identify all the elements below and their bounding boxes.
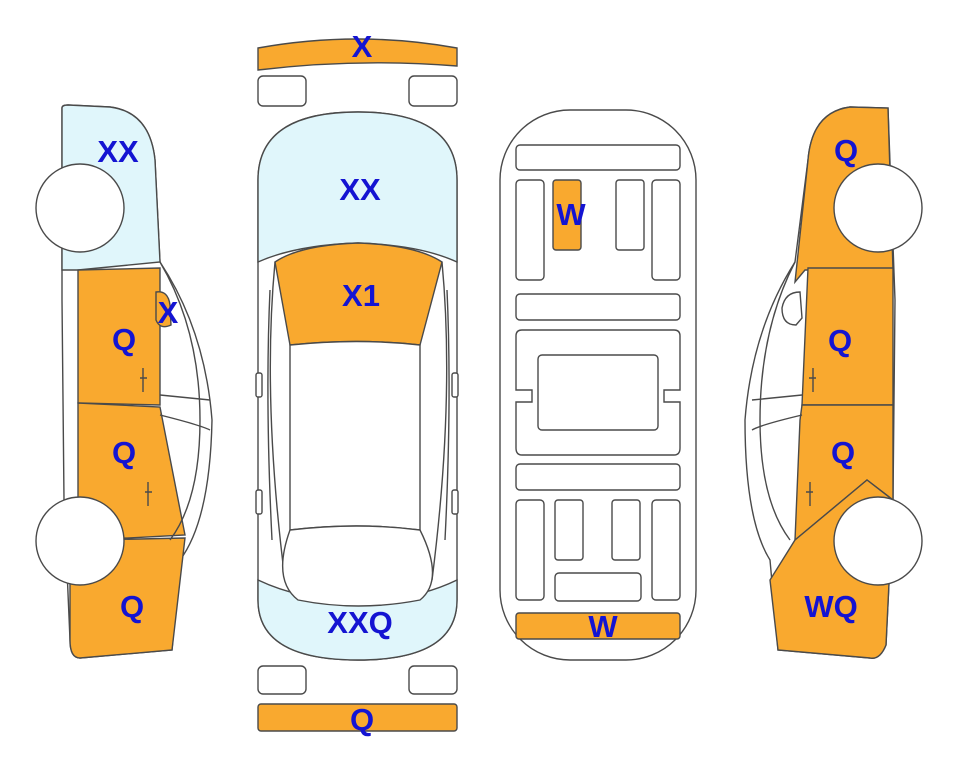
top-left-side-line [269, 261, 286, 581]
floor-rear-inner-right [611, 499, 641, 561]
left-taillight-icon [257, 665, 307, 695]
floor-cross-strip-1 [515, 293, 681, 321]
label-rear-bumper: Q [350, 702, 374, 737]
floor-front-item [552, 179, 582, 251]
rear-bumper [257, 703, 458, 732]
label-windshield: XX [339, 172, 381, 207]
trunk [281, 525, 434, 607]
floor-view [499, 109, 697, 661]
top-right-handle-icon [451, 489, 459, 515]
left-front-wheel-icon [35, 163, 125, 253]
floor-front-right-bay [651, 179, 681, 281]
label-left-front-door: Q [112, 322, 136, 357]
right-front-handle-icon [809, 368, 816, 392]
roof [289, 340, 421, 531]
top-left-handle-icon [255, 489, 263, 515]
label-left-window-front: XX [97, 134, 139, 169]
front-bumper [257, 38, 458, 71]
right-mirror [781, 291, 803, 326]
label-front-bumper: X [352, 29, 373, 64]
label-right-front-door: Q [828, 323, 852, 358]
left-rear-handle-icon [145, 482, 152, 506]
top-right-mirror-icon [451, 372, 459, 398]
right-rear-handle-icon [806, 482, 813, 506]
label-right-rear-quarter: WQ [804, 589, 857, 624]
floor-center-panel [537, 354, 659, 431]
label-hood: X1 [342, 278, 380, 313]
floor-rear-inner-left [554, 499, 584, 561]
floor-front-left-bay [515, 179, 545, 281]
right-pillar-line [759, 261, 796, 541]
right-headlight-icon [408, 75, 458, 107]
label-floor-rear-item: W [588, 609, 618, 644]
label-right-rear-door: Q [831, 435, 855, 470]
floor-rear-panel [554, 572, 642, 602]
floor-front-strip [515, 144, 681, 171]
label-right-front-fender: Q [834, 133, 858, 168]
floor-rear-left-bay [515, 499, 545, 601]
top-right-door-line [444, 289, 450, 541]
right-front-wheel-icon [833, 163, 923, 253]
top-left-mirror-icon [255, 372, 263, 398]
left-window-line [159, 394, 211, 431]
right-side-view [744, 106, 923, 659]
floor-rear-right-bay [651, 499, 681, 601]
label-left-mirror: X [158, 295, 179, 330]
left-headlight-icon [257, 75, 307, 107]
top-view [255, 38, 459, 732]
floor-cross-strip-2 [515, 463, 681, 491]
left-mirror [155, 291, 172, 328]
label-rear-window: XXQ [327, 605, 392, 640]
top-left-door-line [267, 289, 273, 541]
left-front-handle-icon [140, 368, 147, 392]
left-rear-wheel-icon [35, 496, 125, 586]
right-rear-wheel-icon [833, 496, 923, 586]
top-right-side-line [431, 261, 448, 581]
left-pillar-line [159, 261, 201, 541]
floor-rear-item [515, 612, 681, 640]
floor-front-mid-bay [615, 179, 645, 251]
right-taillight-icon [408, 665, 458, 695]
label-floor-front-item: W [556, 197, 586, 232]
label-left-rear-door: Q [112, 435, 136, 470]
label-left-rear-quarter: Q [120, 589, 144, 624]
left-front-door [77, 267, 161, 406]
left-side-view [35, 104, 213, 659]
